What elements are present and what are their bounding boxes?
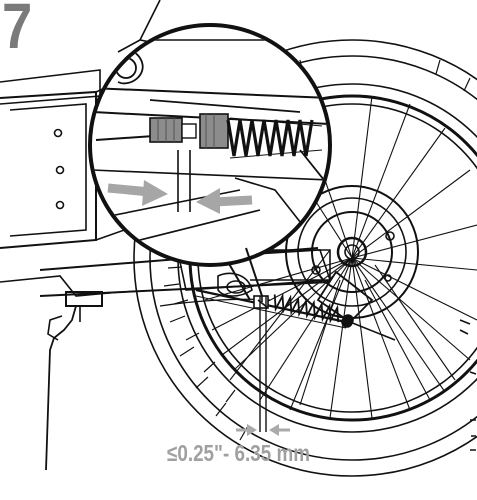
detail-magnifier <box>88 23 332 267</box>
magnifier-pointer <box>227 247 263 301</box>
gap-measurement-label: ≤0.25"- 6.35 mm <box>166 440 311 466</box>
step-number: 7 <box>2 0 32 62</box>
wheel-spokes <box>204 95 477 419</box>
gap-measurement-indicator <box>236 296 290 436</box>
arrow-right-icon <box>247 424 257 436</box>
brake-rod-spring <box>195 288 353 329</box>
arrow-left-icon <box>269 424 279 436</box>
